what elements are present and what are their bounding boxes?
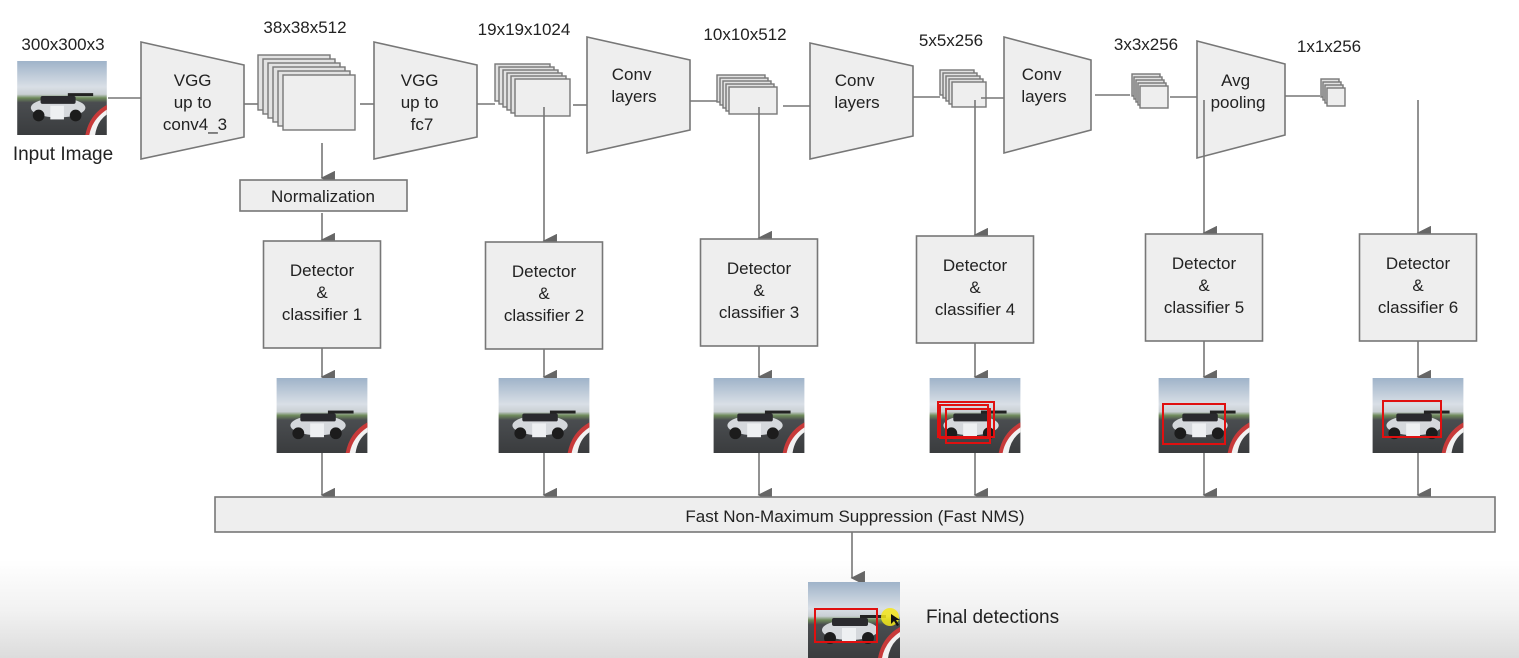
feature-map-dims-4: 5x5x256 — [919, 31, 983, 50]
stage-label: VGG up to conv4_3 — [163, 71, 227, 134]
detector-label: Detector&classifier 1 — [282, 261, 362, 324]
stage-conv-layers-1: Conv layers — [586, 36, 691, 154]
nms-box: Fast Non-Maximum Suppression (Fast NMS) — [214, 496, 1496, 533]
detector-label: Detector&classifier 3 — [719, 259, 799, 322]
detector-classifier-1: Detector&classifier 1 — [262, 213, 382, 503]
stage-vgg-fc7: VGG up to fc7 — [373, 41, 478, 160]
detector-label: Detector&classifier 5 — [1164, 254, 1244, 317]
mouse-cursor-icon — [891, 614, 900, 626]
detection-box — [1382, 400, 1442, 438]
feature-map-dims-6: 1x1x256 — [1297, 37, 1361, 56]
feature-map-dims-5: 3x3x256 — [1114, 35, 1178, 54]
detection-box — [939, 404, 989, 439]
detector-classifier-6: Detector&classifier 6 — [1358, 100, 1478, 503]
input-image-label: Input Image — [13, 144, 113, 165]
feature-map-dims-1: 38x38x512 — [263, 18, 346, 37]
feature-map-stack-2 — [494, 63, 571, 117]
feature-map-layer — [1139, 85, 1169, 109]
detector-label: Detector&classifier 2 — [504, 262, 584, 325]
detector-label: Detector&classifier 4 — [935, 256, 1015, 319]
feature-map-layer — [514, 78, 571, 117]
detector-classifier-3: Detector&classifier 3 — [699, 107, 819, 503]
normalization-box: Normalization — [239, 179, 408, 212]
input-image-thumbnail — [17, 61, 107, 135]
feature-map-stack-1 — [257, 54, 356, 131]
final-detections: Final detections — [808, 582, 1059, 658]
detection-thumbnail — [498, 378, 590, 453]
feature-map-layer — [282, 74, 356, 131]
stage-conv-layers-2: Conv layers — [809, 42, 914, 160]
feature-map-stack-6 — [1320, 78, 1346, 107]
feature-map-layer — [1326, 87, 1346, 107]
detector-classifier-5: Detector&classifier 5 — [1144, 100, 1264, 503]
stage-label: Avg pooling — [1211, 71, 1266, 112]
nms-label: Fast Non-Maximum Suppression (Fast NMS) — [685, 507, 1024, 526]
feature-map-stack-3 — [716, 74, 778, 115]
stage-vgg-conv4-3: VGG up to conv4_3 — [140, 41, 245, 160]
final-detections-label: Final detections — [926, 607, 1059, 628]
detector-label: Detector&classifier 6 — [1378, 254, 1458, 317]
feature-map-dims-3: 10x10x512 — [703, 25, 786, 44]
feature-map-stack-5 — [1131, 73, 1169, 109]
normalization-label: Normalization — [271, 187, 375, 206]
stage-label: VGG up to fc7 — [401, 71, 444, 134]
input-dims-label: 300x300x3 — [21, 35, 104, 54]
detection-thumbnail — [713, 378, 805, 453]
detector-box — [1358, 233, 1478, 342]
stage-label: Conv layers — [834, 71, 879, 112]
stage-label: Conv layers — [1021, 65, 1066, 106]
stage-label: Conv layers — [611, 65, 656, 106]
detector-box — [484, 241, 604, 350]
detector-box — [915, 235, 1035, 344]
stage-avg-pooling: Avg pooling — [1196, 39, 1286, 160]
detector-classifier-4: Detector&classifier 4 — [915, 100, 1035, 503]
detector-box — [1144, 233, 1264, 342]
detection-box — [1162, 403, 1226, 445]
feature-map-layer — [951, 81, 987, 108]
detection-box — [814, 608, 878, 643]
feature-map-layer — [728, 86, 778, 115]
detector-classifier-2: Detector&classifier 2 — [484, 107, 604, 503]
stage-conv-layers-3: Conv layers — [1003, 35, 1092, 155]
detection-thumbnail — [276, 378, 368, 453]
detection-box — [945, 408, 991, 444]
feature-map-dims-2: 19x19x1024 — [478, 20, 571, 39]
feature-map-stack-4 — [939, 69, 987, 108]
